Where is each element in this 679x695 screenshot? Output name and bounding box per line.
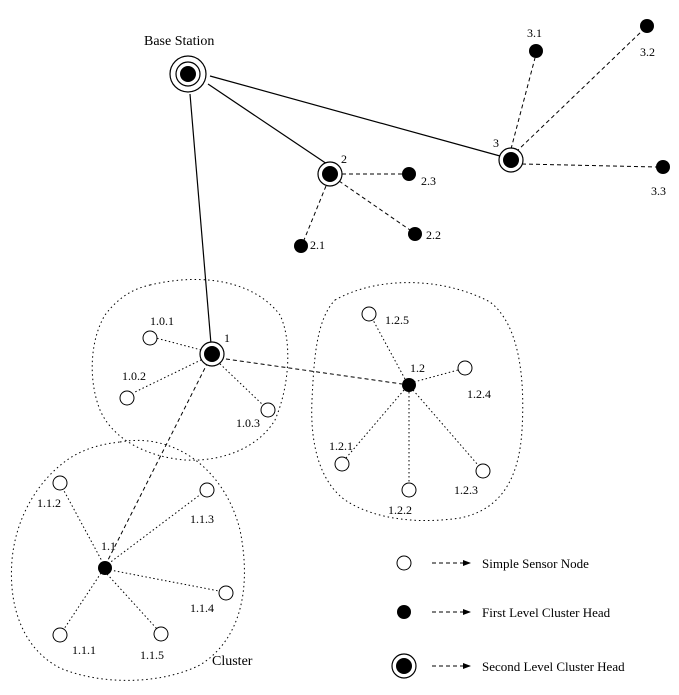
link-1-1-to-1-1-1 — [63, 572, 102, 630]
cluster-boundary-1-1 — [10, 440, 245, 681]
label-1-2-3: 1.2.3 — [454, 483, 478, 497]
label-1-1-3: 1.1.3 — [190, 512, 214, 526]
label-1-1-5: 1.1.5 — [140, 648, 164, 662]
node-3-1 — [529, 44, 543, 58]
legend-simple-node-icon — [396, 555, 412, 571]
node-3 — [498, 147, 524, 173]
link-1-2-to-1-2-1 — [345, 389, 405, 459]
node-1-2-1 — [334, 456, 350, 472]
label-1-1-4: 1.1.4 — [190, 601, 214, 615]
base-station-title: Base Station — [144, 34, 214, 49]
label-2-2: 2.2 — [426, 228, 441, 242]
link-3-to-3-3 — [521, 163, 658, 168]
label-1-2: 1.2 — [410, 361, 425, 375]
node-1-1-2 — [52, 475, 68, 491]
legend-first-label: First Level Cluster Head — [482, 605, 611, 620]
legend: Simple Sensor Node First Level Cluster H… — [391, 555, 625, 679]
node-1-1-5 — [153, 626, 169, 642]
node-3-3 — [656, 160, 670, 174]
link-2-to-2-2 — [338, 180, 411, 231]
node-1-2-5 — [361, 306, 377, 322]
label-3-3: 3.3 — [651, 184, 666, 198]
node-1 — [199, 341, 225, 367]
node-1-1-4 — [218, 585, 234, 601]
node-1-0-3 — [260, 402, 276, 418]
link-1-1-to-1-1-5 — [106, 573, 158, 630]
link-3-to-3-2 — [515, 29, 644, 153]
base-station-node — [169, 55, 207, 93]
link-1-to-1-2 — [218, 357, 403, 385]
node-1-2-3 — [475, 463, 491, 479]
node-2-1 — [294, 239, 308, 253]
label-1-0-2: 1.0.2 — [122, 369, 146, 383]
legend-second-level-icon — [391, 653, 417, 679]
label-1: 1 — [224, 331, 230, 345]
label-3-2: 3.2 — [640, 45, 655, 59]
node-2-3 — [402, 167, 416, 181]
link-1-1-to-1-1-4 — [109, 569, 220, 592]
node-2-2 — [408, 227, 422, 241]
link-base-to-1 — [189, 93, 212, 345]
link-1-1-to-1-1-2 — [62, 488, 104, 564]
legend-second-label: Second Level Cluster Head — [482, 659, 625, 674]
link-1-to-1-0-3 — [216, 360, 264, 406]
label-3: 3 — [493, 136, 499, 150]
label-1-2-2: 1.2.2 — [388, 503, 412, 517]
label-1-0-1: 1.0.1 — [150, 314, 174, 328]
label-1-1: 1.1 — [101, 539, 116, 553]
cluster-label: Cluster — [212, 654, 253, 669]
node-3-2 — [640, 19, 654, 33]
node-2 — [317, 161, 343, 187]
node-1-2-2 — [401, 482, 417, 498]
label-1-2-5: 1.2.5 — [385, 313, 409, 327]
legend-simple-label: Simple Sensor Node — [482, 556, 589, 571]
link-base-to-3 — [209, 75, 501, 157]
node-1-1-1 — [52, 627, 68, 643]
link-base-to-2 — [207, 83, 331, 167]
cluster-boundary-1-2 — [311, 282, 524, 522]
link-1-1-to-1-1-3 — [107, 493, 202, 565]
label-2-3: 2.3 — [421, 174, 436, 188]
node-1-0-1 — [142, 330, 158, 346]
label-1-0-3: 1.0.3 — [236, 416, 260, 430]
link-1-to-1-1 — [106, 361, 209, 563]
node-1-2-4 — [457, 360, 473, 376]
label-1-1-1: 1.1.1 — [72, 643, 96, 657]
label-2: 2 — [341, 152, 347, 166]
node-1-1-3 — [199, 482, 215, 498]
link-3-to-3-1 — [510, 57, 536, 150]
link-1-2-to-1-2-5 — [372, 319, 406, 380]
label-3-1: 3.1 — [527, 26, 542, 40]
label-1-2-1: 1.2.1 — [329, 439, 353, 453]
link-1-2-to-1-2-3 — [412, 389, 479, 466]
link-1-to-1-0-2 — [132, 357, 206, 394]
node-1-0-2 — [119, 390, 135, 406]
label-1-1-2: 1.1.2 — [37, 496, 61, 510]
link-1-to-1-0-1 — [155, 337, 206, 352]
node-1-1 — [98, 561, 112, 575]
link-2-to-2-1 — [303, 185, 327, 241]
label-1-2-4: 1.2.4 — [467, 387, 491, 401]
legend-first-level-icon — [397, 605, 411, 619]
label-2-1: 2.1 — [310, 238, 325, 252]
node-1-2 — [402, 378, 416, 392]
